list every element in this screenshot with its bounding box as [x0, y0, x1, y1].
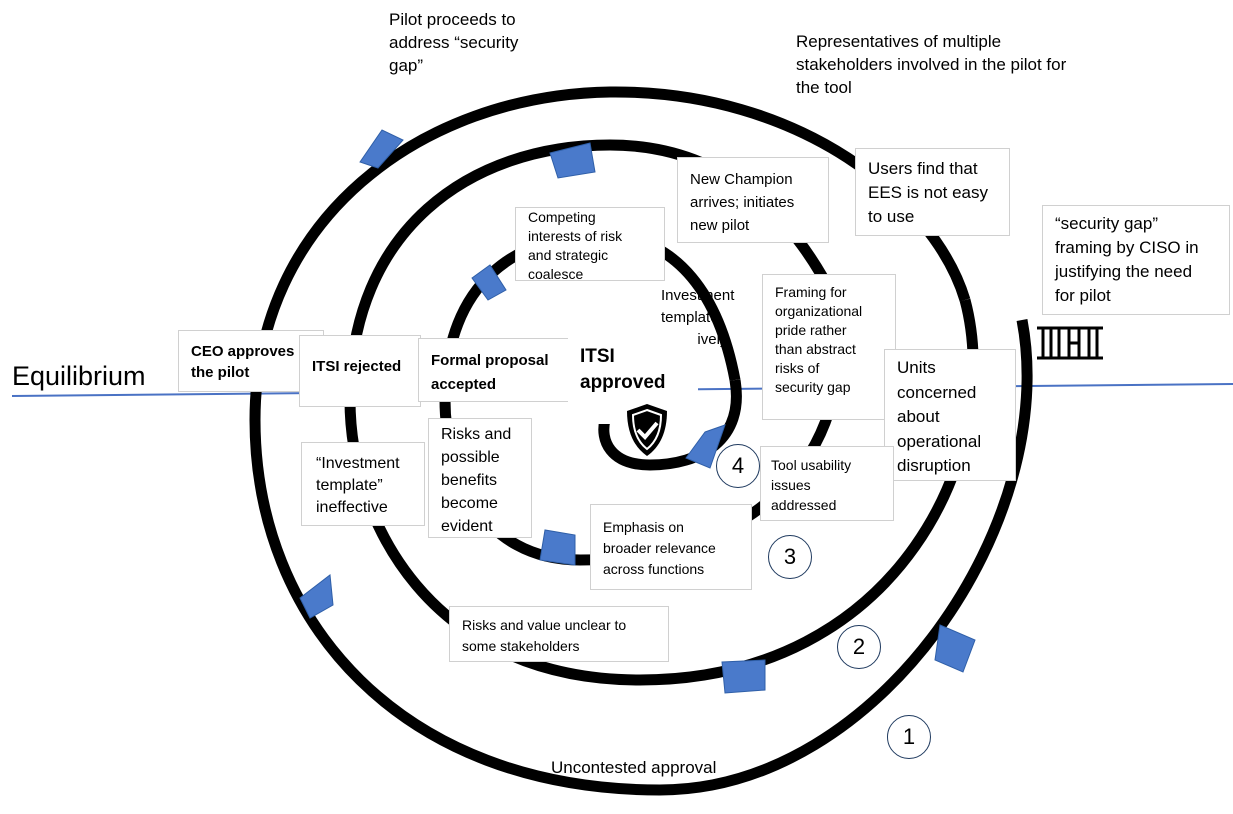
arrow-4 [359, 129, 404, 169]
label-formal-proposal: Formal proposal accepted [418, 338, 578, 402]
label-uncontested: Uncontested approval [551, 758, 717, 777]
arrow-3 [299, 574, 334, 619]
shield-check-icon [627, 404, 667, 456]
loop-number-2: 2 [837, 625, 881, 669]
label-risks-benefits: Risks and possible benefits become evide… [428, 418, 532, 538]
label-pilot-proceeds: Pilot proceeds to address “security gap” [389, 10, 519, 75]
gate-icon [1037, 326, 1103, 360]
arrow-7 [539, 529, 576, 566]
arrow-5 [549, 142, 596, 179]
label-itsi-approved: ITSI approved [568, 328, 698, 424]
spiral-loop-1 [249, 86, 1033, 796]
label-investment-ineffective: “Investment template” ineffective [301, 442, 425, 526]
arrow-8 [685, 424, 726, 469]
arrow-6 [471, 264, 507, 301]
label-new-champion: New Champion arrives; initiates new pilo… [677, 157, 829, 243]
label-representatives: Representatives of multiple stakeholders… [796, 32, 1067, 97]
label-competing-interests: Competing interests of risk and strategi… [515, 207, 665, 282]
equilibrium-label: Equilibrium [12, 361, 146, 391]
label-tool-usability: Tool usability issues addressed [760, 446, 894, 521]
label-itsi-rejected: ITSI rejected [299, 335, 421, 407]
label-risks-unclear: Risks and value unclear to some stakehol… [449, 606, 669, 662]
label-security-gap-framing: “security gap” framing by CISO in justif… [1042, 205, 1230, 315]
label-emphasis: Emphasis on broader relevance across fun… [590, 504, 752, 590]
label-units-concerned: Units concerned about operational disrup… [884, 349, 1016, 481]
label-users-find: Users find that EES is not easy to use [855, 148, 1010, 236]
label-framing-pride: Framing for organizational pride rather … [762, 274, 896, 420]
arrow-2 [721, 659, 766, 694]
loop-number-1: 1 [887, 715, 931, 759]
loop-number-4: 4 [716, 444, 760, 488]
arrow-1 [934, 624, 976, 673]
loop-number-3: 3 [768, 535, 812, 579]
spiral-loop-4 [598, 379, 742, 471]
